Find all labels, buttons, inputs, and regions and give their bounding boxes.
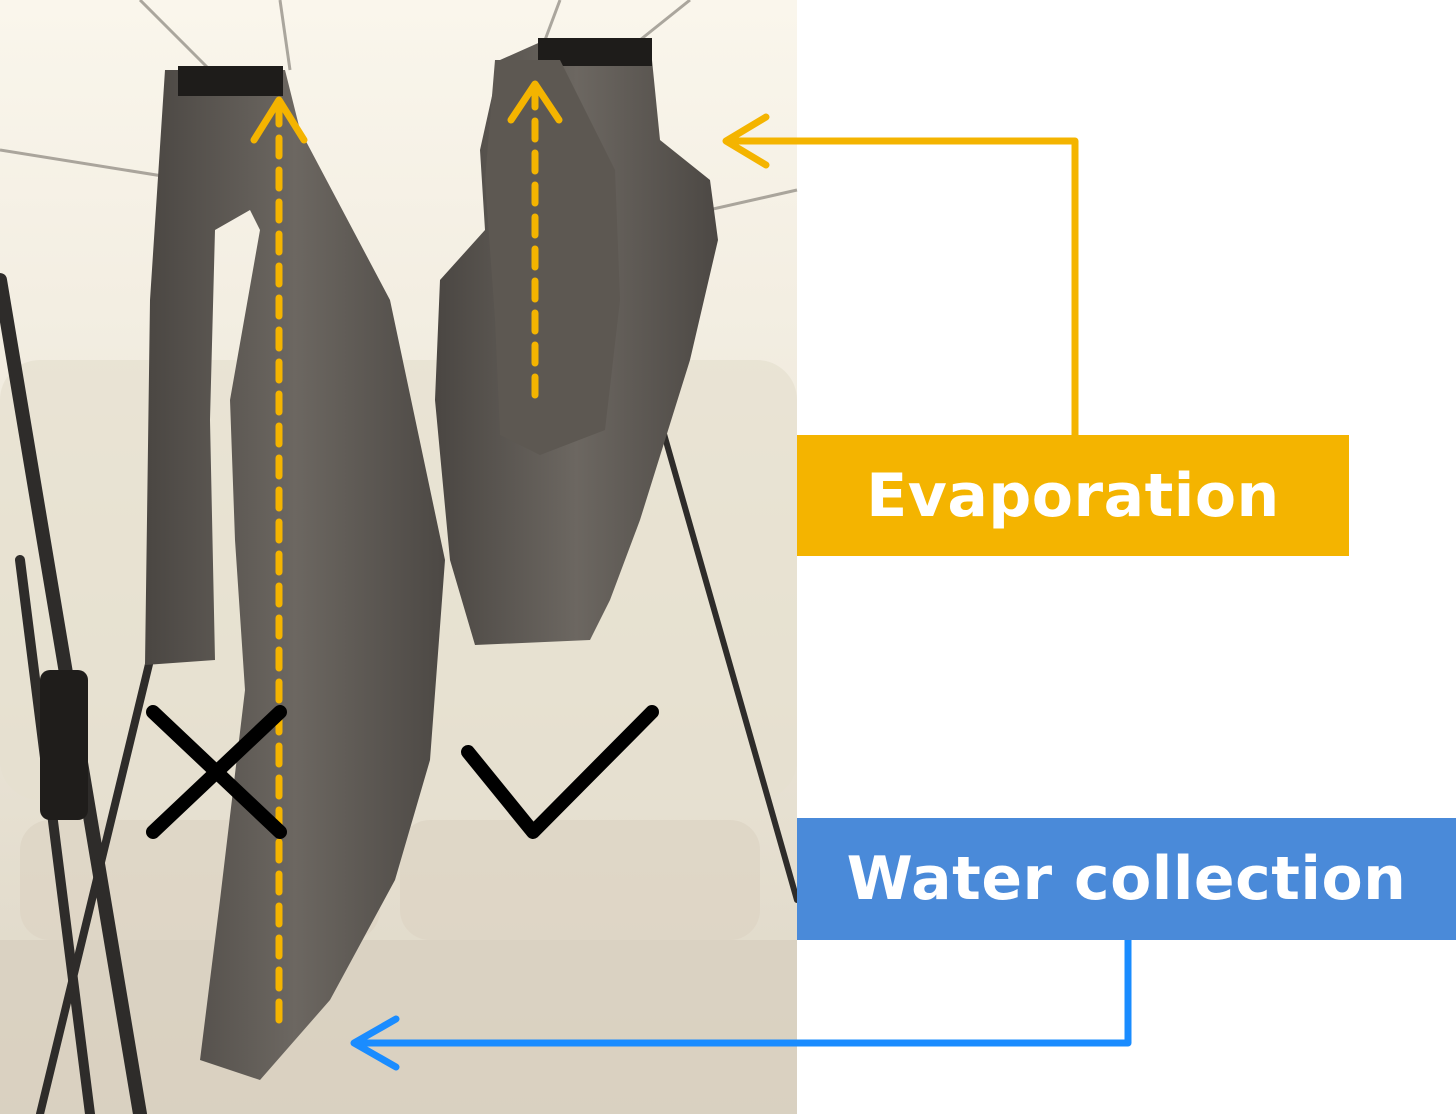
sofa-cushion-right	[400, 820, 760, 940]
water-collection-label: Water collection	[797, 818, 1456, 940]
garment-left-collar	[178, 66, 283, 96]
rack-clip	[40, 670, 88, 820]
evaporation-label: Evaporation	[797, 435, 1349, 556]
photo-laundry-rack	[0, 0, 797, 1114]
